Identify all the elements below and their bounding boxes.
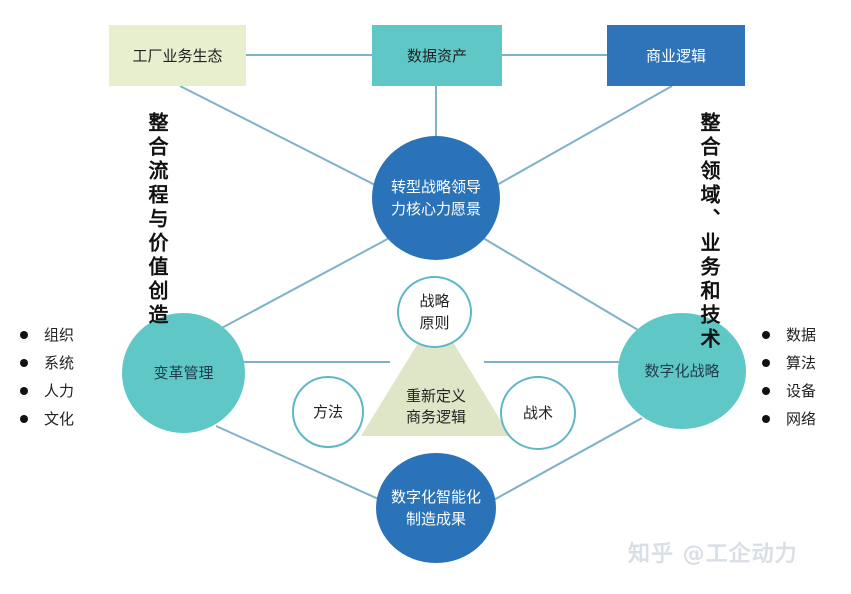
tactic-circle: 战术 xyxy=(500,376,576,450)
factory-ecosystem-box: 工厂业务生态 xyxy=(109,25,246,86)
line-top-circle-to-left-circle xyxy=(217,234,396,331)
triangle-shape xyxy=(361,314,510,436)
list-item-label: 数据 xyxy=(786,326,817,344)
line-right-circle-to-bottom-circle xyxy=(489,417,643,503)
right-bullet-list: 数据 算法 设备 网络 xyxy=(762,321,816,433)
triangle-line2: 商务逻辑 xyxy=(405,408,466,426)
smart-manufacturing-line1: 数字化智能化 xyxy=(390,488,481,506)
list-item: 组织 xyxy=(20,321,74,349)
bullet-icon xyxy=(20,415,28,423)
list-item: 人力 xyxy=(20,377,74,405)
bullet-icon xyxy=(762,387,770,395)
data-assets-box: 数据资产 xyxy=(372,25,502,86)
list-item: 设备 xyxy=(762,377,816,405)
right-vertical-label: 整合领域、业务和技术 xyxy=(697,112,721,352)
list-item-label: 组织 xyxy=(44,326,75,344)
bullet-icon xyxy=(20,331,28,339)
list-item: 网络 xyxy=(762,405,816,433)
list-item-label: 算法 xyxy=(786,354,817,372)
strategic-principle-circle: 战略 原则 xyxy=(397,276,472,348)
line-top-circle-to-right-circle xyxy=(477,234,639,331)
bullet-icon xyxy=(762,331,770,339)
factory-ecosystem-label: 工厂业务生态 xyxy=(132,47,223,65)
principle-line1: 战略 xyxy=(419,292,450,310)
list-item-label: 系统 xyxy=(44,354,75,372)
list-item-label: 文化 xyxy=(44,410,75,428)
transformation-line1: 转型战略领导 xyxy=(390,178,481,196)
line-left-circle-to-bottom-circle xyxy=(215,425,386,503)
redefine-business-logic-label: 重新定义 商务逻辑 xyxy=(386,386,486,428)
list-item-label: 设备 xyxy=(786,382,817,400)
bullet-icon xyxy=(762,415,770,423)
transformation-line2: 力核心力愿景 xyxy=(390,200,481,218)
smart-manufacturing-line2: 制造成果 xyxy=(405,510,466,528)
list-item: 数据 xyxy=(762,321,816,349)
left-vertical-label: 整合流程与价值创造 xyxy=(145,112,169,328)
digital-strategy-circle: 数字化战略 xyxy=(618,313,746,429)
digital-strategy-label: 数字化战略 xyxy=(644,362,720,380)
left-bullet-list: 组织 系统 人力 文化 xyxy=(20,321,74,433)
change-management-label: 变革管理 xyxy=(153,364,214,382)
tactic-label: 战术 xyxy=(522,404,553,422)
bullet-icon xyxy=(20,387,28,395)
list-item: 文化 xyxy=(20,405,74,433)
watermark-text: 知乎 @工企动力 xyxy=(628,542,798,567)
data-assets-label: 数据资产 xyxy=(406,47,467,65)
principle-line2: 原则 xyxy=(419,314,450,332)
method-circle: 方法 xyxy=(292,376,364,448)
list-item-label: 人力 xyxy=(44,382,75,400)
list-item: 系统 xyxy=(20,349,74,377)
method-label: 方法 xyxy=(312,403,343,421)
bullet-icon xyxy=(762,359,770,367)
bullet-icon xyxy=(20,359,28,367)
list-item-label: 网络 xyxy=(786,410,817,428)
business-logic-box: 商业逻辑 xyxy=(607,25,745,86)
transformation-leadership-circle: 转型战略领导 力核心力愿景 xyxy=(372,136,500,260)
line-left-box-to-top-circle xyxy=(179,85,386,191)
change-management-circle: 变革管理 xyxy=(122,313,245,433)
triangle-line1: 重新定义 xyxy=(405,387,466,405)
list-item: 算法 xyxy=(762,349,816,377)
business-logic-label: 商业逻辑 xyxy=(645,47,706,65)
smart-manufacturing-circle: 数字化智能化 制造成果 xyxy=(376,453,496,563)
line-right-box-to-top-circle xyxy=(487,85,673,191)
